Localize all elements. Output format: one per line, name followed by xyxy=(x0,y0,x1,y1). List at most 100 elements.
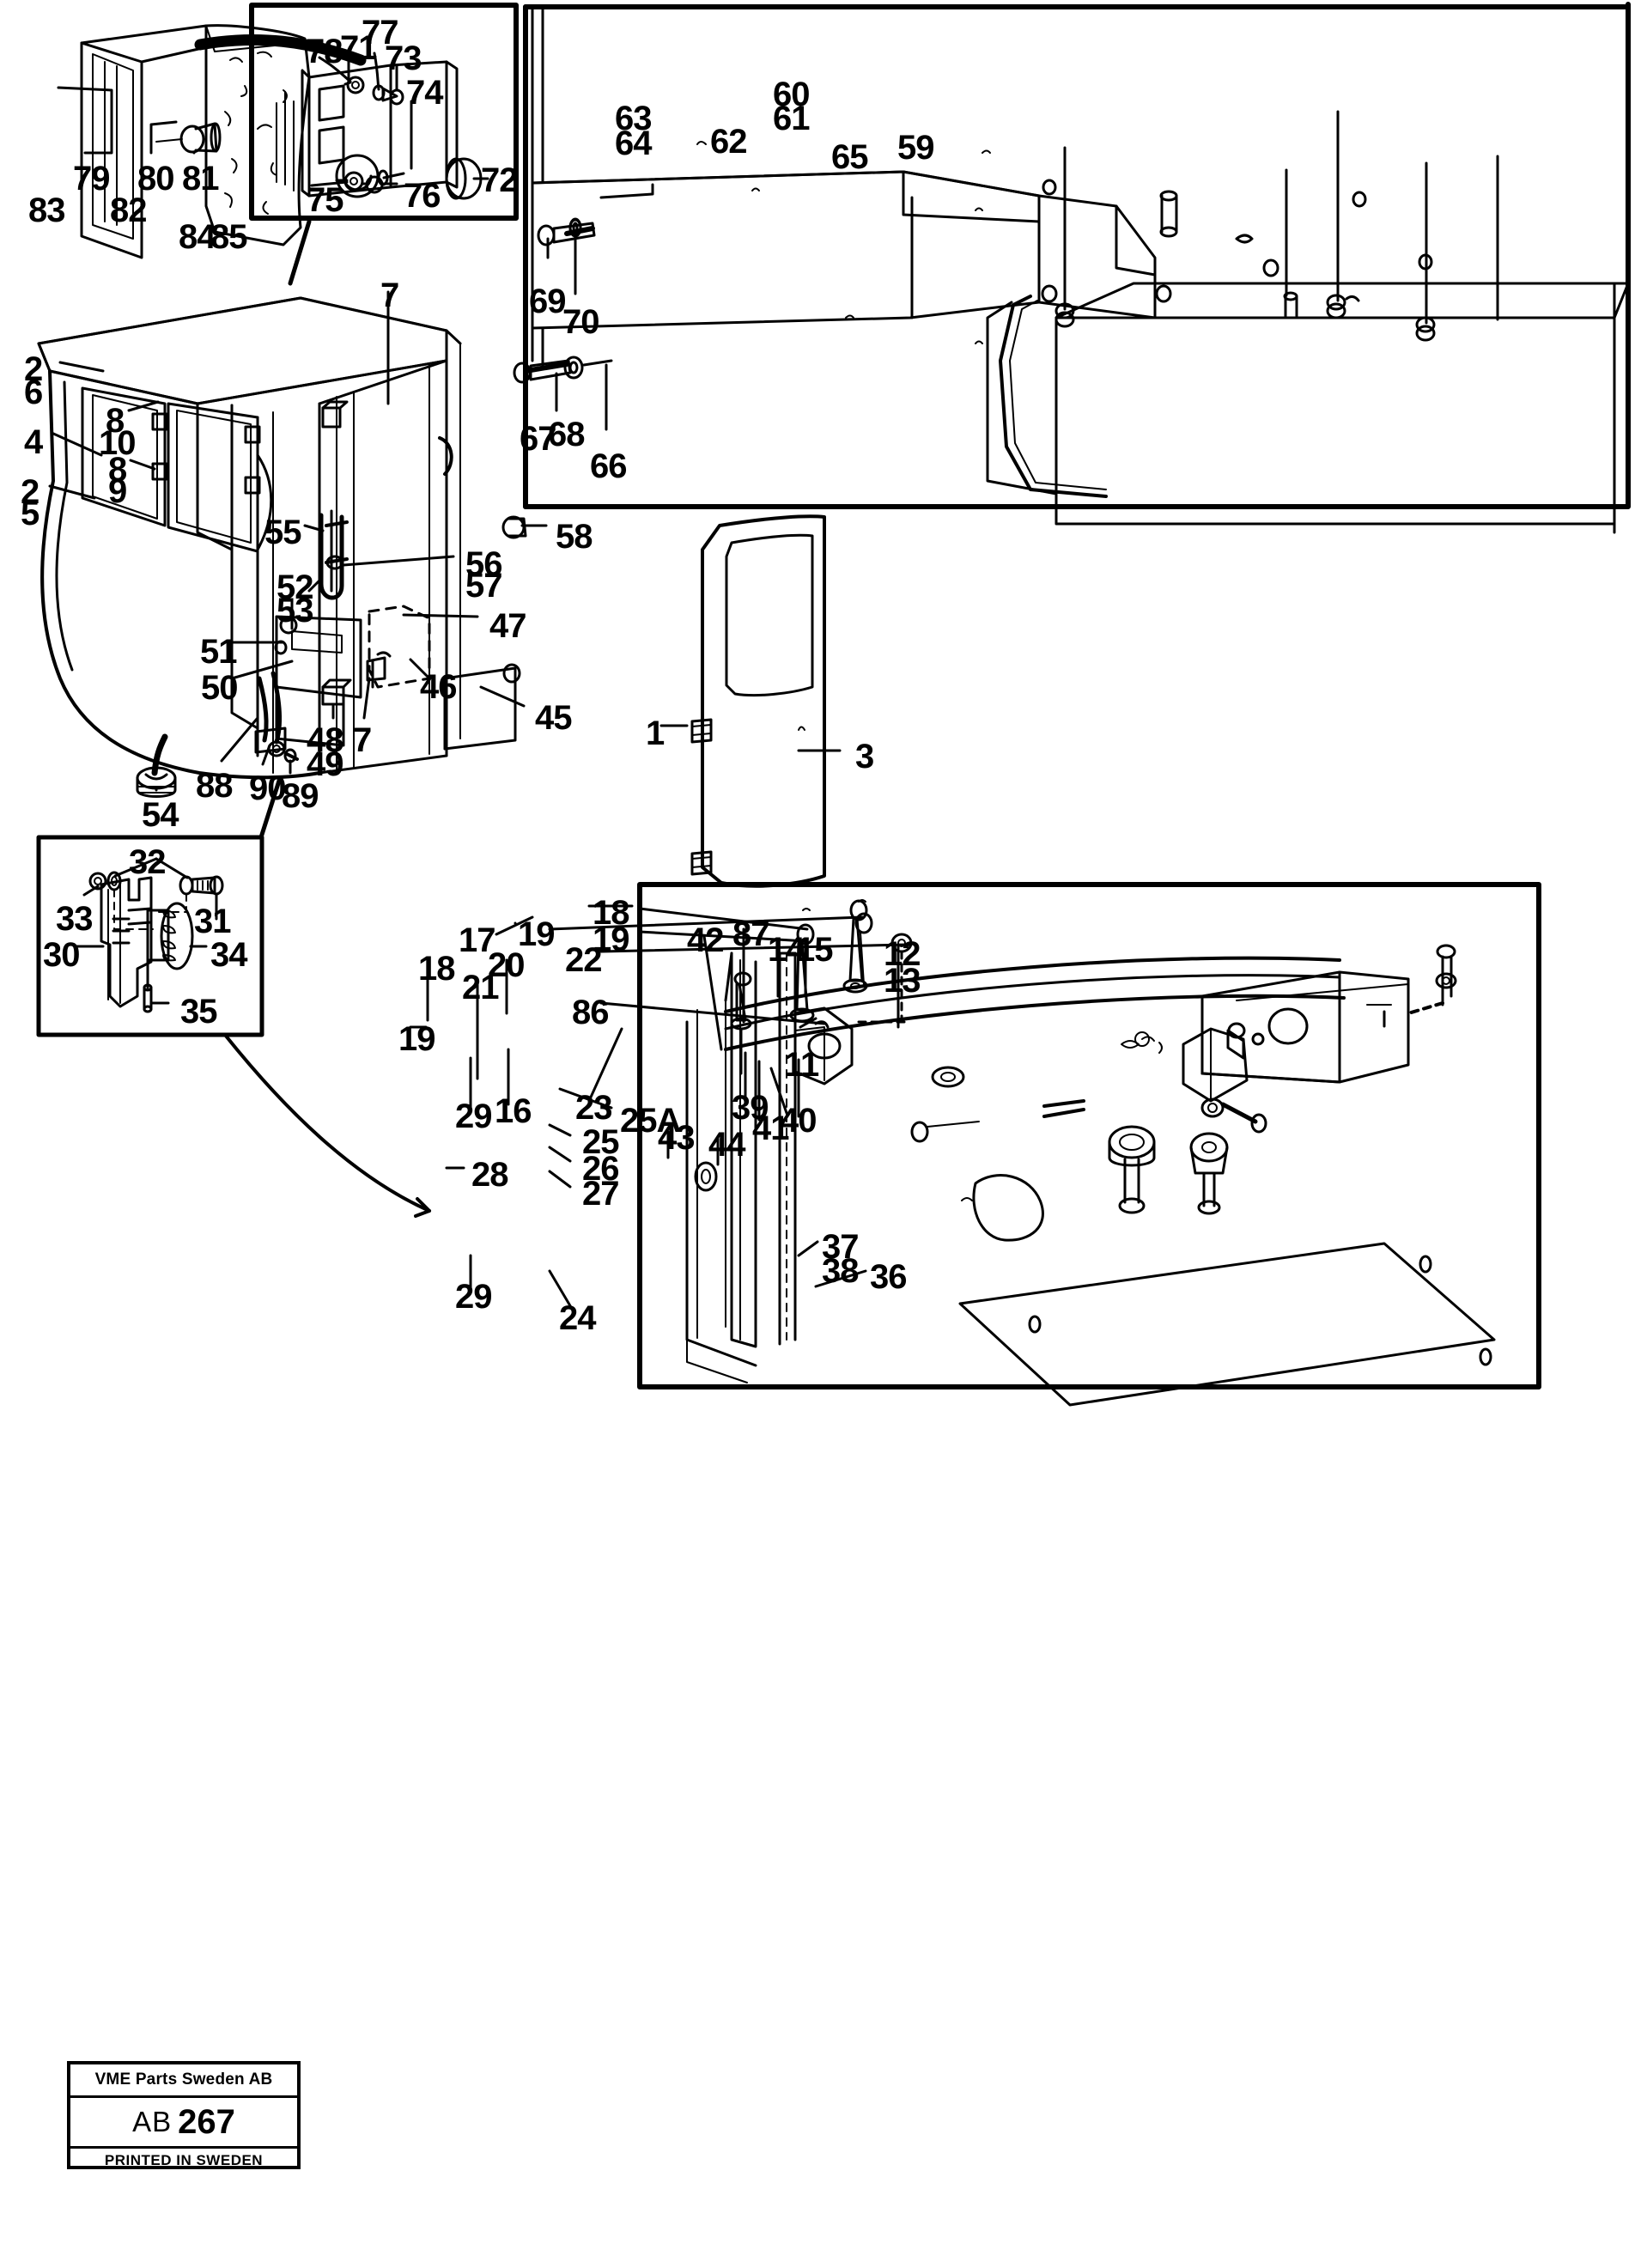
callout-86: 86 xyxy=(572,994,609,1031)
callout-34: 34 xyxy=(210,936,247,974)
callout-2a: 2 xyxy=(24,350,43,388)
callout-23: 23 xyxy=(575,1089,612,1127)
callout-87: 87 xyxy=(732,915,769,953)
callout-41: 41 xyxy=(752,1110,789,1147)
callout-77: 77 xyxy=(362,14,398,52)
callout-79: 79 xyxy=(73,160,110,198)
callout-27: 27 xyxy=(582,1175,619,1213)
callout-3: 3 xyxy=(855,738,874,775)
callout-63: 63 xyxy=(615,100,652,137)
callout-24: 24 xyxy=(559,1299,596,1337)
callout-62: 62 xyxy=(710,123,747,161)
callout-32: 32 xyxy=(129,843,166,881)
callout-2b: 2 xyxy=(21,473,40,511)
callout-71: 71 xyxy=(340,29,377,67)
callout-60: 60 xyxy=(773,76,810,113)
pointer-arrow-top xyxy=(194,33,367,66)
callout-90: 90 xyxy=(249,769,286,807)
leader-lines-door xyxy=(659,724,842,752)
callout-28: 28 xyxy=(471,1156,508,1194)
callout-39: 39 xyxy=(732,1089,769,1127)
callout-37: 37 xyxy=(822,1228,859,1266)
callout-43: 43 xyxy=(658,1119,695,1157)
callout-11: 11 xyxy=(784,1046,819,1084)
cab-main-body xyxy=(37,296,527,798)
callout-19a: 19 xyxy=(593,921,629,958)
drawing-prefix: AB xyxy=(132,2106,173,2137)
callout-80: 80 xyxy=(137,160,174,198)
callout-35: 35 xyxy=(180,993,217,1031)
detail-box-top-right xyxy=(523,4,1631,509)
callout-19b: 19 xyxy=(518,915,555,953)
callout-12: 12 xyxy=(884,935,921,973)
callout-4: 4 xyxy=(24,423,43,461)
callout-26: 26 xyxy=(582,1150,619,1188)
callout-36: 36 xyxy=(870,1258,907,1296)
callout-7a: 7 xyxy=(380,277,399,314)
callout-64: 64 xyxy=(615,125,652,162)
callout-85: 85 xyxy=(210,218,247,256)
leader-lines-rear-frame xyxy=(409,904,909,1310)
callout-45: 45 xyxy=(535,699,572,737)
callout-81: 81 xyxy=(182,160,219,198)
detail-box-top xyxy=(249,3,519,221)
callout-1: 1 xyxy=(646,714,665,752)
callout-65: 65 xyxy=(831,138,868,176)
callout-29a: 29 xyxy=(455,1098,492,1135)
engine-hood-assembly xyxy=(513,5,1630,534)
cab-door-assembly xyxy=(690,514,826,888)
title-block-footer: PRINTED IN SWEDEN xyxy=(104,2151,264,2168)
detail-box-bottom-right xyxy=(637,882,1541,1389)
callout-70: 70 xyxy=(562,303,599,341)
callout-10: 10 xyxy=(99,424,136,462)
detail-box-latch xyxy=(36,835,264,1037)
callout-73: 73 xyxy=(385,40,422,77)
callout-48: 48 xyxy=(307,721,343,759)
callout-20: 20 xyxy=(488,946,525,984)
callout-88: 88 xyxy=(196,767,233,805)
box-connector-lines xyxy=(223,219,431,1218)
callout-33: 33 xyxy=(56,900,93,938)
callout-21: 21 xyxy=(462,969,499,1006)
callout-83: 83 xyxy=(28,192,65,229)
callout-52: 52 xyxy=(277,569,313,606)
callout-61: 61 xyxy=(773,100,810,137)
callout-7b: 7 xyxy=(353,721,372,759)
callout-22: 22 xyxy=(565,941,602,979)
callout-19c: 19 xyxy=(398,1020,435,1058)
title-block-drawing-number: AB 267 xyxy=(70,2098,297,2149)
callout-13: 13 xyxy=(884,962,921,1000)
callout-44: 44 xyxy=(708,1126,745,1164)
callout-38: 38 xyxy=(822,1252,859,1290)
callout-8a: 8 xyxy=(106,402,125,440)
callout-15: 15 xyxy=(796,931,833,969)
title-block-company: VME Parts Sweden AB xyxy=(70,2064,297,2098)
callout-55: 55 xyxy=(264,514,301,551)
door-latch-assembly xyxy=(88,871,224,1013)
callout-18b: 18 xyxy=(418,950,455,988)
callout-57: 57 xyxy=(465,567,502,605)
callout-67: 67 xyxy=(520,420,556,458)
callout-47: 47 xyxy=(489,607,526,645)
callout-56: 56 xyxy=(465,545,502,583)
callout-29b: 29 xyxy=(455,1278,492,1316)
leader-lines-top-left xyxy=(57,86,196,155)
callout-5: 5 xyxy=(21,495,40,532)
callout-75: 75 xyxy=(307,181,343,219)
callout-30: 30 xyxy=(43,936,80,974)
callout-49: 49 xyxy=(307,745,343,783)
callout-50: 50 xyxy=(201,669,238,707)
callout-14: 14 xyxy=(768,931,805,969)
callout-68: 68 xyxy=(548,416,585,453)
rear-frame-assembly xyxy=(514,899,1496,1407)
callout-69: 69 xyxy=(529,283,566,320)
callout-31: 31 xyxy=(194,903,231,940)
callout-42: 42 xyxy=(687,921,724,959)
callout-78: 78 xyxy=(306,33,343,70)
callout-40: 40 xyxy=(780,1102,817,1140)
callout-66: 66 xyxy=(590,447,627,485)
window-pane-assembly xyxy=(80,24,311,259)
title-block: VME Parts Sweden AB AB 267 PRINTED IN SW… xyxy=(67,2061,301,2169)
